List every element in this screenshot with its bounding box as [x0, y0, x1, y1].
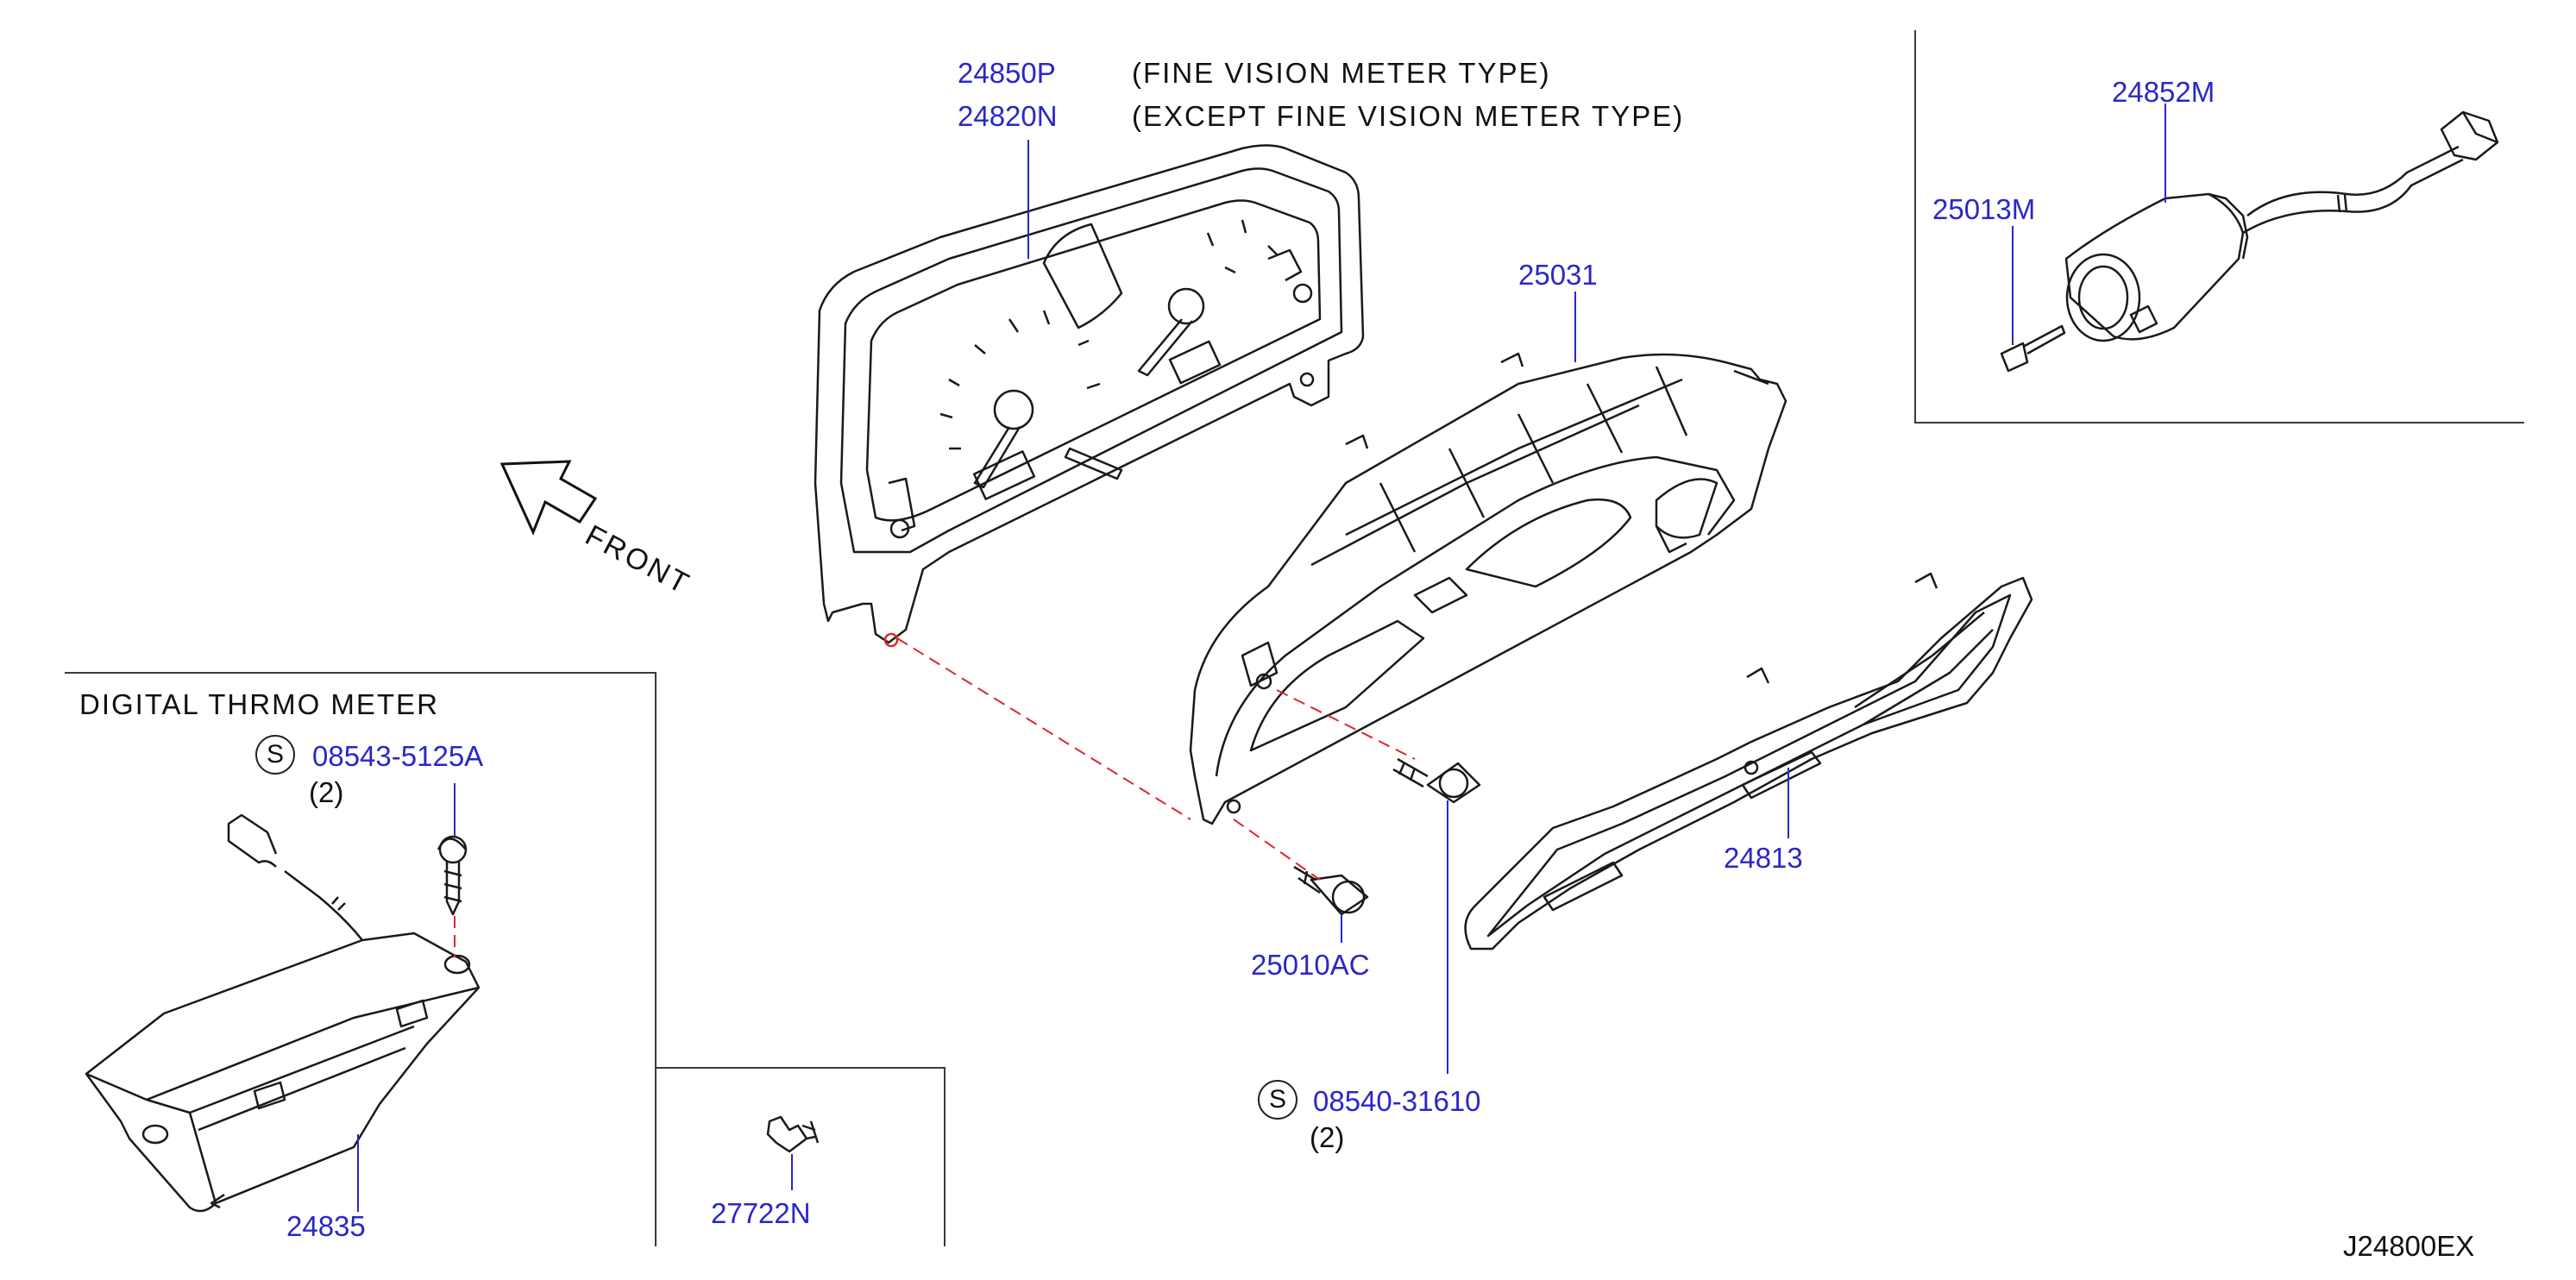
frame-top-right: [1914, 30, 2524, 424]
standard-part-badge-08543: S: [255, 735, 295, 775]
frame-digital-thermo: [65, 672, 657, 1246]
part-number-08540-31610[interactable]: 08540-31610: [1313, 1085, 1481, 1117]
leader-lines: [357, 104, 2166, 1212]
part-number-24850p[interactable]: 24850P: [958, 57, 1056, 89]
meter-housing-drawing: [1189, 352, 1787, 825]
dash-housing-to-screw-a: [1233, 819, 1321, 881]
part-number-25031[interactable]: 25031: [1518, 259, 1598, 291]
dash-housing-to-screw-b: [1276, 689, 1416, 760]
sensor-drawing: [2000, 110, 2499, 373]
part-number-25010ac[interactable]: 25010AC: [1251, 949, 1370, 981]
section-title-digital-thermo: DIGITAL THRMO METER: [79, 688, 439, 720]
part-number-24820n[interactable]: 24820N: [958, 100, 1058, 132]
quantity-08540: (2): [1310, 1121, 1345, 1153]
alignment-dashes: [454, 637, 1416, 957]
diagram-code: J24800EX: [2343, 1230, 2475, 1262]
quantity-08543: (2): [309, 776, 344, 808]
note-fine-vision: (FINE VISION METER TYPE): [1132, 57, 1551, 89]
note-except-fine-vision: (EXCEPT FINE VISION METER TYPE): [1132, 100, 1685, 132]
part-number-24813[interactable]: 24813: [1724, 842, 1803, 874]
thermo-meter-drawing: [85, 813, 481, 1213]
part-number-24852m[interactable]: 24852M: [2112, 76, 2215, 108]
part-number-27722n[interactable]: 27722N: [711, 1197, 811, 1229]
section-frames: [65, 30, 2524, 1246]
bulb-drawing: [766, 1115, 820, 1153]
front-label: FRONT: [580, 519, 695, 602]
screws-drawing: [437, 757, 1481, 916]
part-number-08543-5125a[interactable]: 08543-5125A: [312, 740, 484, 772]
front-arrow-icon: [499, 460, 598, 536]
standard-part-badge-08540: S: [1258, 1080, 1297, 1120]
dash-meter-to-housing: [896, 637, 1191, 820]
part-number-25013m[interactable]: 25013M: [1932, 193, 2036, 225]
combination-meter-drawing: [814, 144, 1365, 648]
part-number-24835[interactable]: 24835: [286, 1210, 366, 1242]
frame-27722n: [656, 1067, 946, 1246]
meter-mask-drawing: [1464, 572, 2033, 951]
